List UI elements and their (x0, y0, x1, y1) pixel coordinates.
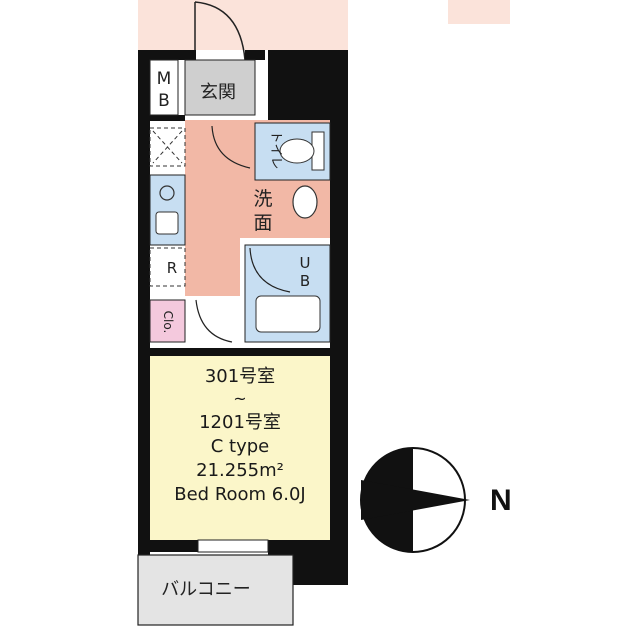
bedroom-floor (150, 356, 330, 540)
washroom-label-2: 面 (253, 212, 272, 234)
north-compass: N (360, 447, 512, 553)
unit-bath-label-b: B (300, 272, 310, 290)
balcony-window (197, 539, 269, 553)
room-area: 21.255m² (196, 460, 284, 481)
fridge-spot (149, 247, 186, 287)
washer-spot (149, 127, 186, 167)
sink-icon (155, 211, 179, 235)
fridge-label: R (167, 259, 177, 277)
unit-bath-label-u: U (300, 254, 311, 272)
compass-arrow-icon (361, 480, 470, 520)
closet-floor (149, 299, 186, 343)
bedroom-label: Bed Room 6.0J (174, 484, 305, 505)
balcony-label: バルコニー (161, 579, 251, 600)
entrance-floor (184, 59, 256, 116)
toilet-bowl (279, 138, 315, 164)
washroom-label-1: 洗 (253, 188, 272, 210)
stove-icon (159, 185, 175, 201)
bath-door-swing (249, 247, 291, 293)
entrance-label: 玄関 (200, 82, 236, 103)
wash-basin (292, 185, 318, 219)
kitchen-floor (185, 238, 240, 296)
room-range-start: 301号室 (205, 366, 275, 387)
toilet-door-swing (211, 125, 251, 169)
compass-north-label: N (490, 484, 512, 517)
closet-label: Clo. (161, 311, 175, 334)
washer-cross-2 (152, 130, 183, 164)
meter-box-label-b: B (158, 91, 170, 111)
room-type: C type (211, 436, 270, 457)
room-range-end: 1201号室 (199, 412, 281, 433)
corridor-area (138, 0, 348, 50)
bedroom-door-swing (195, 299, 233, 343)
balcony-floor (137, 554, 294, 626)
corridor-marker (448, 0, 510, 24)
room-range-mark: ~ (233, 389, 246, 408)
kitchen-counter (149, 174, 186, 246)
meter-box-floor (149, 59, 179, 116)
toilet-label: トイレ (268, 130, 283, 169)
bathtub-icon (255, 295, 321, 333)
meter-box-label-m: M (157, 69, 172, 89)
